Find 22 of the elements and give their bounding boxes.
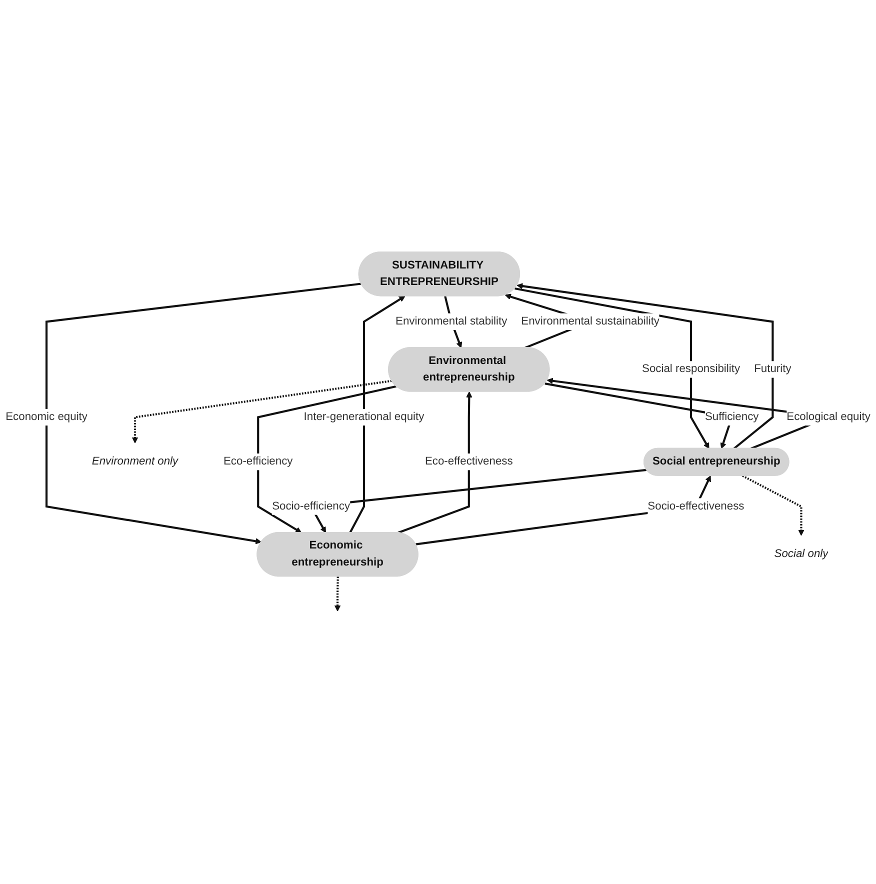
arrow (514, 287, 710, 449)
node-text: Environment only (92, 456, 178, 468)
arrow (257, 385, 396, 533)
arrow (334, 576, 341, 612)
edge-label: Socio-efficiency (272, 500, 350, 512)
edge-label: Ecological equity (786, 410, 870, 423)
edge-label: Socio-effectiveness (648, 500, 744, 512)
edge-label: Social responsibility (642, 363, 740, 376)
arrow (349, 296, 406, 534)
arrow (45, 282, 362, 544)
arrow (132, 380, 392, 444)
edge-label: Futurity (754, 363, 792, 376)
edge-label: Environmental stability (396, 315, 508, 328)
edge-label: Economic equity (6, 410, 88, 423)
edge-label: Eco-efficiency (223, 456, 293, 468)
edge-label: Sufficiency (704, 410, 759, 423)
edge-label: Inter-generational equity (304, 410, 424, 423)
arrow (398, 392, 472, 534)
arrow (742, 474, 804, 536)
edge-label: Eco-effectiveness (424, 456, 513, 468)
edge-label: Environmental sustainability (521, 315, 660, 328)
node-text: Social only (774, 548, 828, 560)
